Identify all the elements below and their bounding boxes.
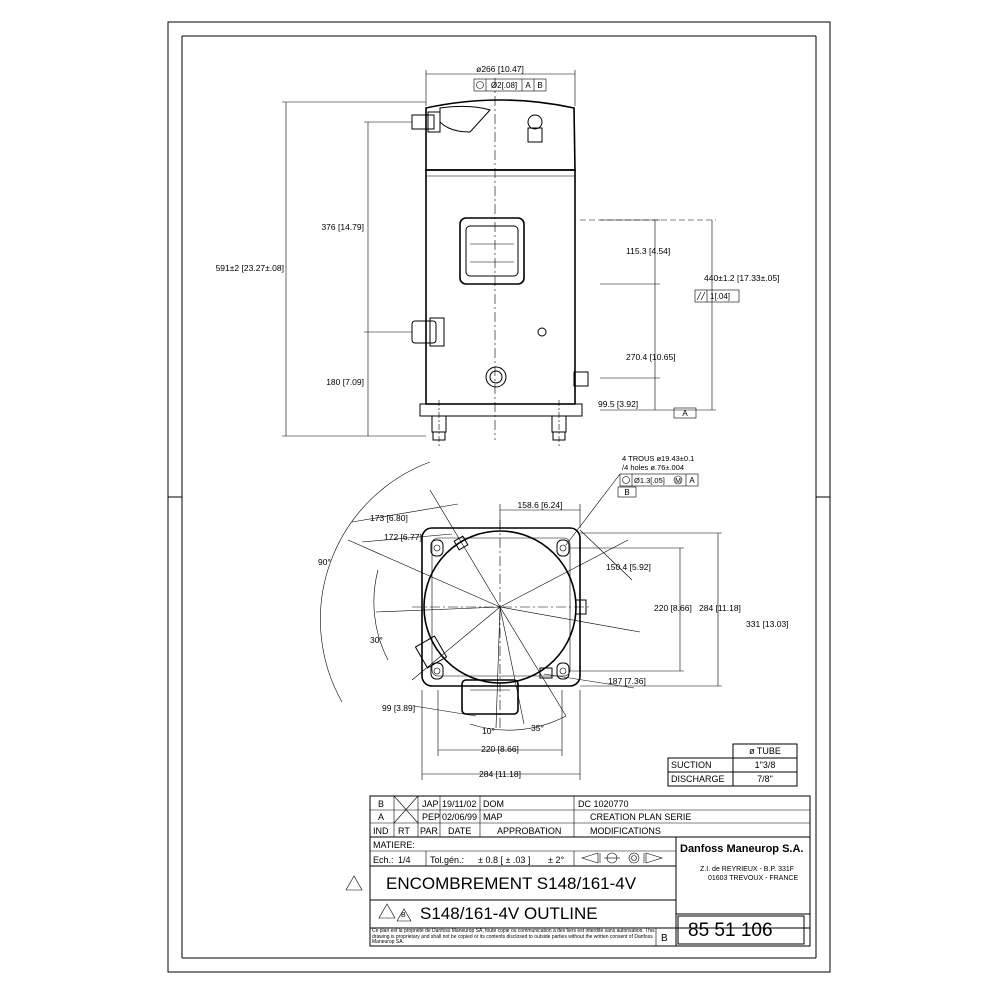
dim-parallel-tol: 1[.04] [710,292,730,301]
dim-height-270: 270.4 [10.65] [626,352,676,362]
scale-value: 1/4 [398,855,411,865]
tube-row-discharge-value: 7/8" [757,774,773,784]
angle-10: 10° [482,726,495,736]
dim-height-115: 115.3 [4.54] [626,246,670,256]
dim-284-horizontal: 284 [11.18] [479,769,521,779]
tolerance-angle: ± 2° [548,855,565,865]
company-address-2: 01603 TREVOUX - FRANCE [708,875,799,882]
title-english: S148/161-4V OUTLINE [420,904,598,923]
dimension-labels: ø266 [10.47] Ø2[.08] A B 591±2 [23.27±.0… [216,64,789,779]
dim-top-tolerance: Ø2[.08] [491,81,517,90]
datum-b-label: B [624,488,629,497]
side-view [411,78,589,446]
rev-a-par: PEP [422,812,441,822]
angle-90: 90° [318,557,331,567]
holes-datum: A [689,476,695,485]
angle-30: 30° [370,635,383,645]
side-view-dimensions [282,70,740,437]
dim-height-440: 440±1.2 [17.33±.05] [704,273,780,283]
rev-header-modifications: MODIFICATIONS [590,826,661,836]
rev-b-par: JAP [422,799,439,809]
tolerance-label: Tol.gén.: [430,855,465,865]
title-block [345,795,811,947]
rev-a-modification: CREATION PLAN SERIE [590,812,692,822]
rev-b-approbation: DOM [483,799,504,809]
dim-height-99: 99.5 [3.92] [598,399,638,409]
holes-tolerance-m: M [675,478,681,485]
company-name: Danfoss Maneurop S.A. [680,843,804,855]
confidentiality-notice: Ce plan est la propriété de Danfoss Mane… [372,928,656,946]
rev-header-approbation: APPROBATION [497,826,562,836]
dim-99: 99 [3.89] [382,703,415,713]
dim-height-180: 180 [7.09] [326,377,364,387]
rev-b-date: 19/11/02 [442,799,477,809]
tube-row-discharge-label: DISCHARGE [671,774,725,784]
dim-top-datum-b: B [537,81,542,90]
dim-150: 150.4 [5.92] [606,562,651,572]
matiere-label: MATIERE: [373,840,415,850]
datum-a-label: A [682,409,688,418]
rev-b-ind: B [378,799,385,809]
tube-table-header: ø TUBE [749,746,781,756]
dim-331: 331 [13.03] [746,619,789,629]
dim-height-total: 591±2 [23.27±.08] [216,263,284,273]
dim-158: 158.6 [6.24] [518,500,563,510]
dim-187: 187 [7.36] [608,676,646,686]
scale-label: Ech.: [373,855,394,865]
holes-note-fr: 4 TROUS ø19.43±0.1 [622,454,694,463]
rev-b-modification: DC 1020770 [578,799,629,809]
dim-height-376: 376 [14.79] [321,222,364,232]
rev-a-ind: A [378,812,385,822]
dim-220-horizontal: 220 [8.66] [481,744,519,754]
title-rev-marker: B [401,912,406,919]
tube-row-suction-value: 1"3/8 [755,760,776,770]
rev-header-rt: RT [398,826,410,836]
tube-row-suction-label: SUCTION [671,760,712,770]
title-french: ENCOMBREMENT S148/161-4V [386,874,637,893]
holes-note-en: /4 holes ø.76±.004 [622,463,684,472]
dim-284-vertical: 284 [11.18] [699,603,741,613]
holes-tolerance: Ø1.3[.05] [634,476,665,485]
rev-header-date: DATE [448,826,472,836]
tube-table: ø TUBE SUCTION 1"3/8 DISCHARGE 7/8" [667,743,798,787]
rev-a-approbation: MAP [483,812,503,822]
dim-173: 173 [6.80] [370,513,408,523]
company-address-1: Z.I. de REYRIEUX - B.P. 331F [700,866,795,873]
angle-35: 35° [531,723,544,733]
drawing-number: 85 51 106 [688,920,773,941]
dim-220-vertical: 220 [8.66] [654,603,692,613]
revision-letter: B [661,933,668,944]
rev-header-ind: IND [373,826,389,836]
dim-top-diameter: ø266 [10.47] [476,64,524,74]
tolerance-value: ± 0.8 [ ± .03 ] [478,855,531,865]
dim-172: 172 [6.77] [384,532,422,542]
confidentiality-notice-fr: Ce plan est la propriété de Danfoss Mane… [372,928,644,934]
rev-a-date: 02/06/99 [442,812,478,822]
dim-top-datum-a: A [525,81,531,90]
rev-header-par: PAR [420,826,438,836]
top-view [320,461,722,780]
confidentiality-notice-en: This drawing is proprietary and shall no… [372,928,655,945]
